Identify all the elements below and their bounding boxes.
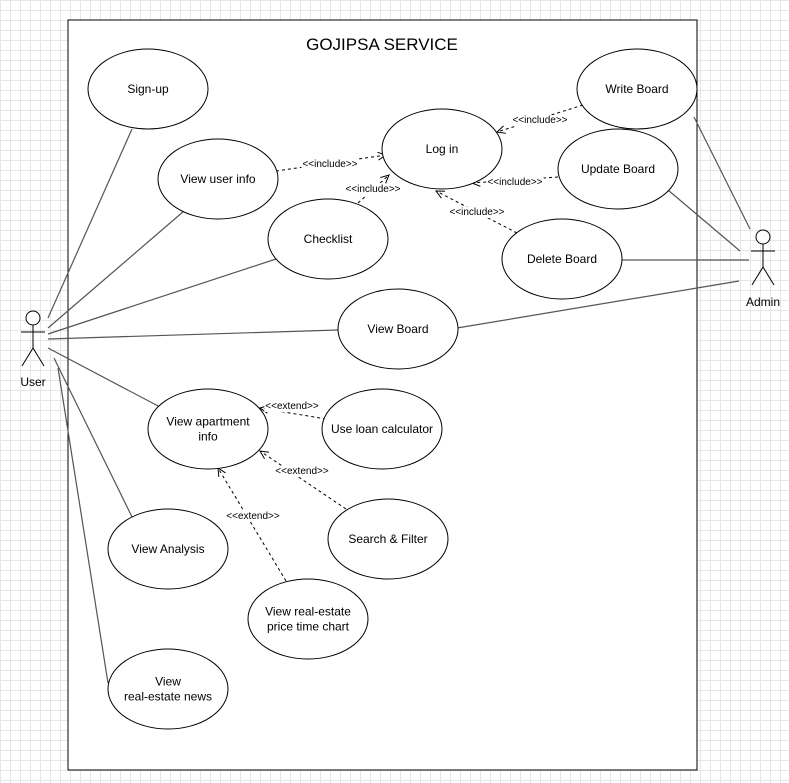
use-case-label: View [155,675,181,689]
use-case-label: Sign-up [127,82,169,96]
actor-user-left-leg [21,347,34,367]
use-case-label: info [198,430,218,444]
open-arrowhead-icon [434,190,446,199]
use-case-label: View Board [367,322,428,336]
include-delete-to-login[interactable]: <<include>> [434,190,518,234]
use-case-label: View real-estate [265,605,351,619]
open-arrowhead-icon [259,450,269,460]
use-case-loan[interactable]: Use loan calculator [321,388,443,470]
extend-stereotype-label: <<extend>> [275,466,329,477]
use-case-ellipse [107,508,229,590]
stereotype-background [448,207,506,218]
actor-admin-label: Admin [746,295,780,309]
use-case-label: View apartment [166,415,250,429]
use-case-ellipse [267,198,389,280]
stereotype-background [225,511,281,522]
association-user-viewuser[interactable] [47,210,185,329]
actor-user-head [25,310,41,326]
use-case-viewboard[interactable]: View Board [337,288,459,370]
actor-admin-head [755,229,771,245]
extend-search-to-apt[interactable]: <<extend>> [259,450,347,510]
system-title: GOJIPSA SERVICE [306,35,458,54]
use-case-label: Use loan calculator [331,422,433,436]
stereotype-background [301,159,359,170]
use-case-ellipse [157,138,279,220]
include-stereotype-label: <<include>> [345,184,400,195]
use-case-ellipse [557,128,679,210]
extend-line [217,467,287,582]
use-case-viewuser[interactable]: View user info [157,138,279,220]
extend-line [259,450,347,510]
actor-admin[interactable]: Admin [746,229,780,309]
use-case-ellipse [501,218,623,300]
use-case-label: Write Board [605,82,668,96]
use-case-label: Checklist [304,232,353,246]
use-case-label: price time chart [267,620,350,634]
use-case-label: Update Board [581,162,655,176]
actor-admin-left-leg [751,266,764,286]
use-case-delete[interactable]: Delete Board [501,218,623,300]
extend-stereotype-label: <<extend>> [226,511,280,522]
use-case-write[interactable]: Write Board [576,48,698,130]
association-lines [47,116,751,684]
actor-admin-right-leg [762,266,775,286]
association-user-checklist[interactable] [47,258,277,335]
extend-loan-to-apt[interactable]: <<extend>> [258,401,327,420]
use-case-search[interactable]: Search & Filter [327,498,449,580]
stereotype-background [344,184,402,195]
association-user-analysis[interactable] [53,357,135,522]
open-arrowhead-icon [380,174,390,184]
association-admin-update[interactable] [667,189,741,252]
include-stereotype-label: <<include>> [302,159,357,170]
use-case-label: View Analysis [131,542,204,556]
use-case-ellipse [327,498,449,580]
include-checklist-to-login[interactable]: <<include>> [344,174,402,204]
actor-user[interactable]: User [20,310,46,389]
include-stereotype-label: <<include>> [449,207,504,218]
use-case-ellipse [337,288,459,370]
use-case-ellipse [321,388,443,470]
association-admin-write[interactable] [693,116,751,230]
use-case-ellipse [247,578,369,660]
use-case-label: Log in [426,142,459,156]
use-case-label: Delete Board [527,252,597,266]
include-stereotype-label: <<include>> [487,177,542,188]
use-case-label: real-estate news [124,690,212,704]
include-stereotype-label: <<include>> [512,115,567,126]
use-case-ellipse [147,388,269,470]
stereotype-background [274,466,330,477]
use-case-ellipse [381,108,503,190]
association-admin-viewboard[interactable] [456,280,740,329]
use-case-label: Search & Filter [348,532,427,546]
use-case-ellipse [576,48,698,130]
association-user-news[interactable] [57,367,109,684]
use-case-ellipse [87,48,209,130]
association-user-apt[interactable] [47,347,161,408]
use-case-signup[interactable]: Sign-up [87,48,209,130]
use-case-login[interactable]: Log in [381,108,503,190]
stereotype-background [486,177,544,188]
association-user-viewboard[interactable] [47,329,339,340]
use-case-ellipse [107,648,229,730]
extend-stereotype-label: <<extend>> [265,401,319,412]
actor-user-label: User [20,375,45,389]
stereotype-background [511,115,569,126]
use-case-analysis[interactable]: View Analysis [107,508,229,590]
stereotype-background [264,401,320,412]
actor-user-right-leg [32,347,45,367]
association-user-signup[interactable] [47,128,133,319]
use-case-checklist[interactable]: Checklist [267,198,389,280]
use-case-label: View user info [180,172,255,186]
use-case-update[interactable]: Update Board [557,128,679,210]
